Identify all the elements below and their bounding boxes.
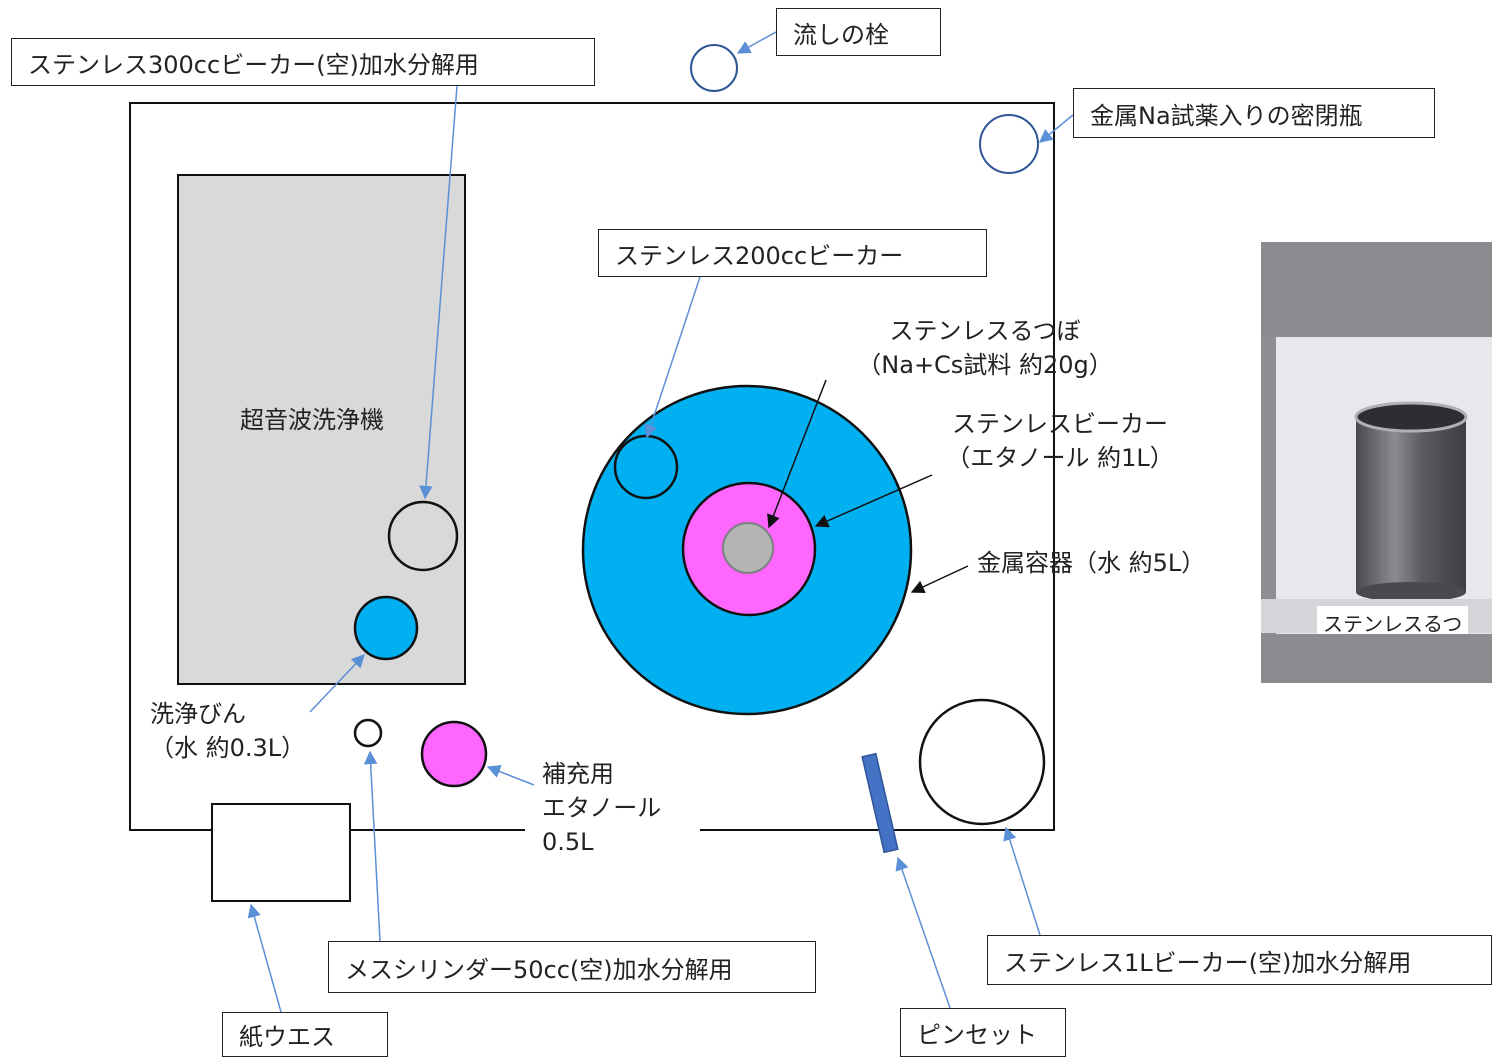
beaker1l-circle xyxy=(918,698,1046,826)
leader-na-bottle xyxy=(1038,114,1074,143)
label-ultrasonic: 超音波洗浄機 xyxy=(240,406,384,434)
photo-crucible-image xyxy=(1354,401,1468,602)
label-stainless-beaker: ステンレスビーカー （エタノール 約1L） xyxy=(925,407,1195,475)
cylinder-circle xyxy=(353,718,383,748)
tweezers-shape xyxy=(861,752,899,854)
crucible-circle xyxy=(722,522,774,574)
photo-background xyxy=(1261,242,1492,337)
leader-paper-waste xyxy=(247,903,282,1013)
beaker300-circle xyxy=(387,500,459,572)
crucible-line2: （Na+Cs試料 約20g） xyxy=(857,351,1113,379)
photo-caption: ステンレスるつ xyxy=(1317,606,1469,639)
label-ethanol-refill: 補充用 エタノール 0.5L xyxy=(542,757,661,859)
label-beaker300: ステンレス300ccビーカー(空)加水分解用 xyxy=(11,38,595,86)
label-cylinder: メスシリンダー50cc(空)加水分解用 xyxy=(328,941,816,993)
wash-bottle-line1: 洗浄びん xyxy=(150,700,246,728)
sink-plug-circle xyxy=(690,44,738,92)
ultrasonic-cleaner xyxy=(177,174,466,685)
crucible-photo: ステンレスるつ xyxy=(1261,242,1492,683)
leader-sink-plug xyxy=(736,31,777,54)
leader-tweezers xyxy=(895,856,951,1009)
sbeaker-line1: ステンレスビーカー xyxy=(952,410,1168,438)
label-tweezers: ピンセット xyxy=(900,1008,1066,1057)
leader-wash-bottle xyxy=(309,654,365,713)
beaker200-circle xyxy=(613,434,679,500)
leader-stainless-beaker xyxy=(814,474,933,528)
ethanol-refill-circle xyxy=(420,720,488,788)
label-metal-container: 金属容器（水 約5L） xyxy=(977,549,1206,577)
crucible-line1: ステンレスるつぼ xyxy=(889,317,1081,345)
leader-beaker300 xyxy=(419,85,458,500)
label-beaker1l: ステンレス1Lビーカー(空)加水分解用 xyxy=(987,935,1492,985)
photo-bottom xyxy=(1261,634,1492,683)
leader-cylinder xyxy=(363,750,381,942)
label-na-bottle: 金属Na試薬入りの密閉瓶 xyxy=(1073,88,1435,138)
wash-bottle-circle xyxy=(353,595,419,661)
label-beaker200: ステンレス200ccビーカー xyxy=(598,229,987,277)
table-outline xyxy=(129,102,1055,831)
leader-beaker1l xyxy=(1003,826,1041,936)
sbeaker-line2: （エタノール 約1L） xyxy=(946,444,1174,472)
leader-beaker200 xyxy=(644,276,701,439)
paper-waste-rect xyxy=(211,803,351,902)
label-crucible: ステンレスるつぼ （Na+Cs試料 約20g） xyxy=(840,314,1130,382)
ethanol-line2: エタノール xyxy=(542,794,662,822)
label-sink-plug: 流しの栓 xyxy=(776,8,941,56)
label-paper-waste: 紙ウエス xyxy=(222,1012,388,1057)
label-wash-bottle: 洗浄びん （水 約0.3L） xyxy=(150,697,305,765)
wash-bottle-line2: （水 約0.3L） xyxy=(150,734,306,762)
na-bottle-circle xyxy=(979,114,1039,174)
ethanol-line3: 0.5L xyxy=(542,828,594,856)
leader-crucible xyxy=(767,379,827,529)
leader-metal-container xyxy=(910,565,969,594)
ethanol-line1: 補充用 xyxy=(542,760,614,788)
leader-ethanol xyxy=(486,765,535,786)
